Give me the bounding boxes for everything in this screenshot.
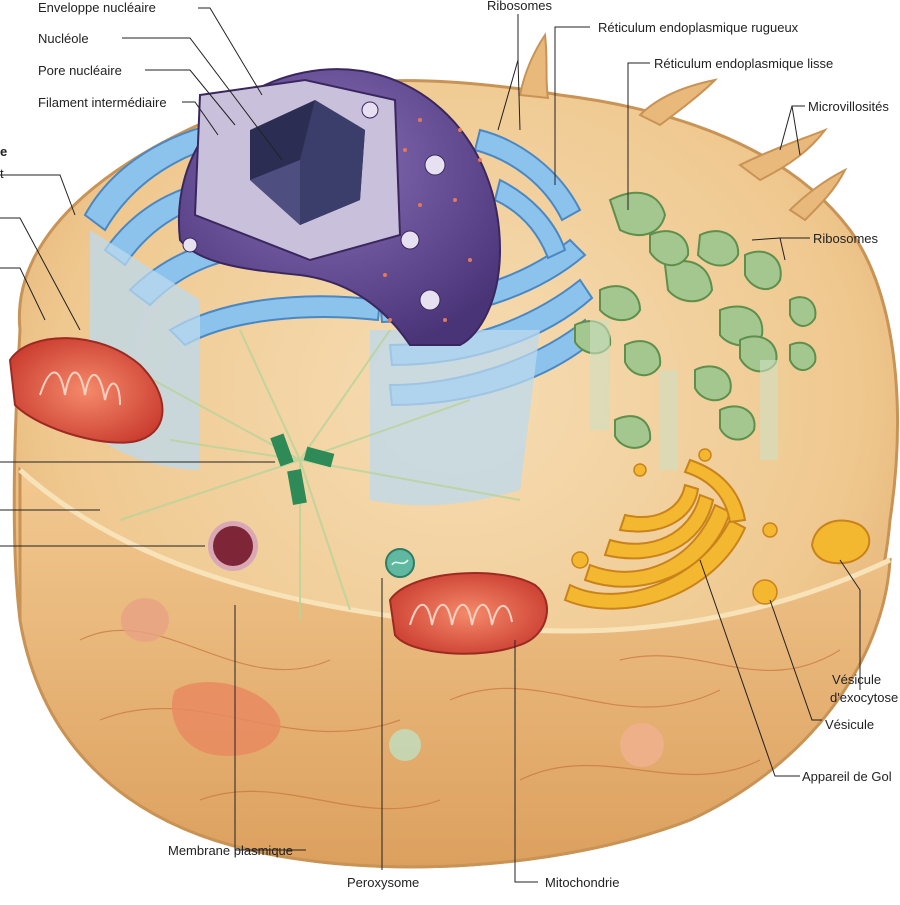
golgi-apparatus [563, 458, 747, 610]
label-reticulum-rugueux: Réticulum endoplasmique rugueux [598, 20, 799, 35]
label-filament-intermediaire: Filament intermédiaire [38, 95, 167, 110]
centrosome [79, 329, 521, 620]
label-appareil-golgi: Appareil de Gol [802, 769, 892, 784]
label-peroxysome: Peroxysome [347, 875, 419, 890]
label-membrane-plasmique: Membrane plasmique [168, 843, 293, 858]
exocytosis-vesicle [810, 519, 871, 565]
mitochondrion-center [388, 572, 548, 655]
label-vesicule-exocytose-2: d'exocytose [830, 690, 898, 705]
mitochondrion-left [8, 337, 164, 444]
centrioles [270, 433, 335, 505]
golgi-vesicles [571, 448, 778, 605]
microvilli [518, 32, 848, 222]
label-mitochondrie: Mitochondrie [545, 875, 619, 890]
label-vesicule-exocytose-1: Vésicule [832, 672, 881, 687]
lower-organelle [171, 681, 281, 756]
label-cut-bold: e [0, 144, 7, 159]
label-enveloppe-nucleaire: Enveloppe nucléaire [38, 0, 156, 15]
leader-lines [0, 7, 861, 883]
lysosome [208, 521, 258, 571]
peroxisome [385, 548, 415, 578]
smooth-er-tubes [590, 320, 778, 470]
nucleus [177, 68, 502, 346]
vacuole-2 [389, 729, 421, 761]
label-cut-t: t [0, 166, 4, 181]
label-nucleole: Nucléole [38, 31, 89, 46]
label-ribosomes-right: Ribosomes [813, 231, 879, 246]
vacuole-3 [620, 723, 664, 767]
smooth-er [574, 191, 817, 449]
label-ribosomes-top: Ribosomes [487, 0, 553, 13]
label-vesicule: Vésicule [825, 717, 874, 732]
label-reticulum-lisse: Réticulum endoplasmique lisse [654, 56, 833, 71]
label-pore-nucleaire: Pore nucléaire [38, 63, 122, 78]
label-microvillosites: Microvillosités [808, 99, 889, 114]
vacuole-1 [121, 598, 169, 642]
